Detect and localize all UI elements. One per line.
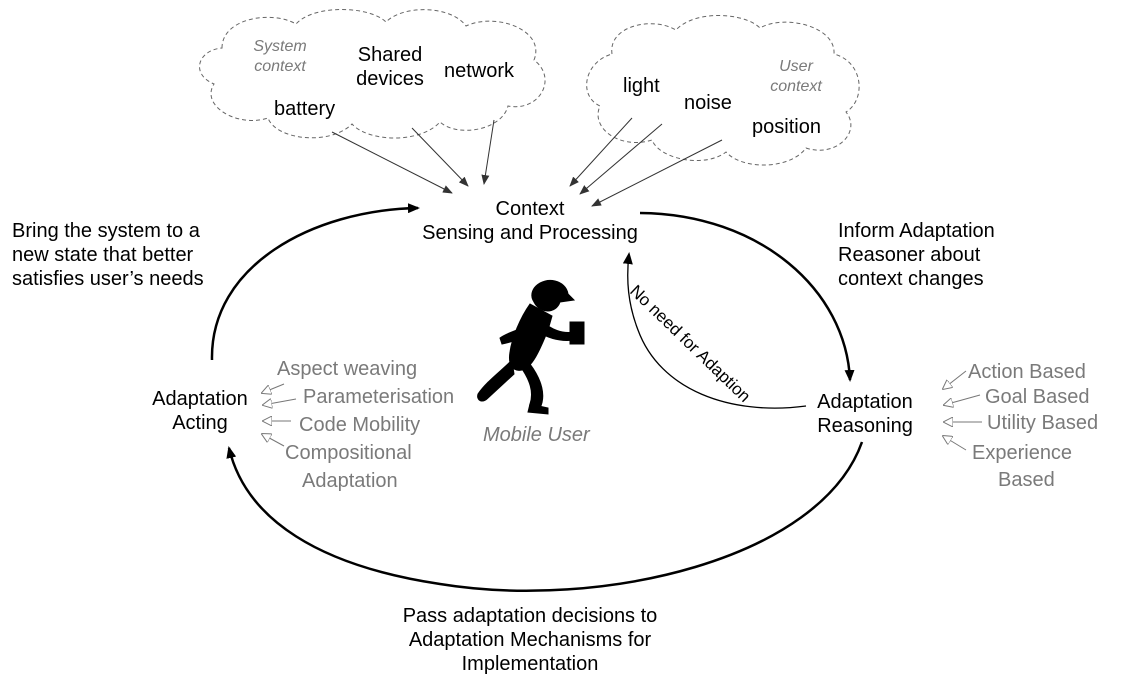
system-context-heading-line: System	[253, 38, 307, 55]
parameterisation-item: Parameterisation	[303, 386, 455, 408]
user-context-heading-line: User	[779, 58, 813, 75]
context-node-line: Sensing and Processing	[422, 222, 638, 244]
adaptation-acting-node: Adaptation Acting	[140, 387, 260, 435]
bring-label-line: Bring the system to a	[12, 220, 200, 242]
mobile-user-figure	[477, 279, 585, 415]
shared-devices-line: devices	[356, 68, 424, 90]
pass-label-line: Pass adaptation decisions to	[402, 605, 658, 627]
reasoning-node-line: Adaptation	[817, 391, 913, 413]
goal-based-arrow	[944, 394, 981, 405]
network-label: network	[444, 60, 515, 82]
system-context-heading-line: context	[254, 58, 306, 75]
context-sensing-node: Context Sensing and Processing	[406, 197, 654, 245]
user-context-heading: User context	[756, 57, 836, 97]
system-context-cloud	[199, 9, 546, 139]
light-label: light	[623, 75, 660, 97]
pass-label-line: Implementation	[461, 653, 599, 675]
compositional-adaptation-item: Adaptation	[302, 470, 398, 492]
utility-based-item: Utility Based	[987, 412, 1099, 434]
pass-decisions-arc	[226, 441, 864, 592]
goal-based-item: Goal Based	[985, 386, 1090, 408]
bring-system-label: Bring the system to a new state that bet…	[12, 219, 204, 291]
shared-devices-line: Shared	[357, 44, 423, 66]
position-label: position	[752, 116, 821, 138]
devices-to-context-arrow	[411, 127, 469, 187]
experience-item: Experience	[972, 442, 1073, 464]
code-mobility-item: Code Mobility	[299, 414, 421, 436]
network-to-context-arrow	[481, 119, 495, 185]
acting-node-line: Acting	[172, 412, 228, 434]
bring-label-line: new state that better	[12, 244, 194, 266]
inform-reasoner-arc	[639, 211, 855, 382]
inform-reasoner-label: Inform Adaptation Reasoner about context…	[838, 219, 995, 291]
inform-label-line: Reasoner about	[838, 244, 981, 266]
experience-based-arrow	[943, 436, 967, 451]
compositional-item: Compositional	[285, 442, 412, 464]
context-node-line: Context	[495, 198, 565, 220]
inform-label-line: context changes	[838, 268, 984, 290]
compositional-arrow	[262, 434, 285, 447]
shared-devices-label: Shared devices	[340, 43, 440, 91]
system-context-heading: System context	[240, 37, 320, 77]
action-based-arrow	[943, 370, 967, 389]
aspect-weaving-item: Aspect weaving	[277, 358, 418, 380]
no-need-arc	[622, 252, 807, 409]
action-based-item: Action Based	[968, 361, 1086, 383]
mobile-user-label: Mobile User	[483, 424, 590, 446]
parameterisation-arrow	[263, 399, 297, 405]
light-to-context-arrow	[569, 117, 633, 187]
bring-system-arc	[210, 203, 420, 361]
noise-to-context-arrow	[579, 123, 663, 195]
position-to-context-arrow	[591, 139, 723, 207]
experience-based-item: Based	[998, 469, 1055, 491]
pass-decisions-label: Pass adaptation decisions to Adaptation …	[330, 604, 730, 676]
noise-label: noise	[684, 92, 732, 114]
adaptation-reasoning-node: Adaptation Reasoning	[810, 390, 920, 438]
bring-label-line: satisfies user’s needs	[12, 268, 204, 290]
user-context-cloud	[586, 15, 860, 166]
battery-to-context-arrow	[331, 131, 453, 194]
pass-label-line: Adaptation Mechanisms for	[408, 629, 652, 651]
aspect-weaving-arrow	[262, 383, 285, 393]
battery-label: battery	[274, 98, 336, 120]
user-context-heading-line: context	[770, 78, 822, 95]
acting-node-line: Adaptation	[152, 388, 248, 410]
inform-label-line: Inform Adaptation	[838, 220, 995, 242]
reasoning-node-line: Reasoning	[817, 415, 913, 437]
